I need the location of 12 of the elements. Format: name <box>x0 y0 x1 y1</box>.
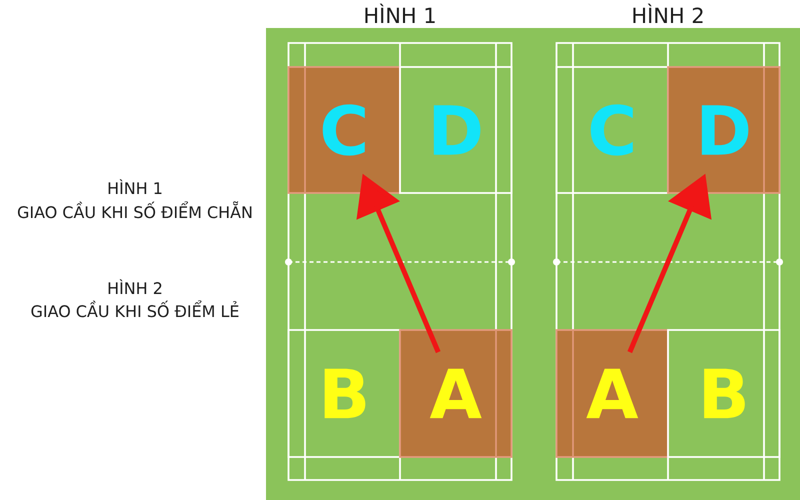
figure-label: HÌNH 1 <box>108 179 162 194</box>
service-court: A <box>399 329 512 458</box>
figure-label: HÌNH 2 <box>108 279 162 294</box>
caption: GIAO CẦU KHI SỐ ĐIỂM LẺ <box>31 300 238 318</box>
service-court: A <box>556 329 669 458</box>
caption: GIAO CẦU KHI SỐ ĐIỂM CHẴN <box>18 201 252 218</box>
service-court: B <box>667 329 780 458</box>
court-title: HÌNH 1 <box>365 4 435 23</box>
service-court: D <box>667 66 780 194</box>
court-title: HÌNH 2 <box>633 4 703 23</box>
service-court: C <box>288 66 401 194</box>
service-court: D <box>399 66 512 194</box>
